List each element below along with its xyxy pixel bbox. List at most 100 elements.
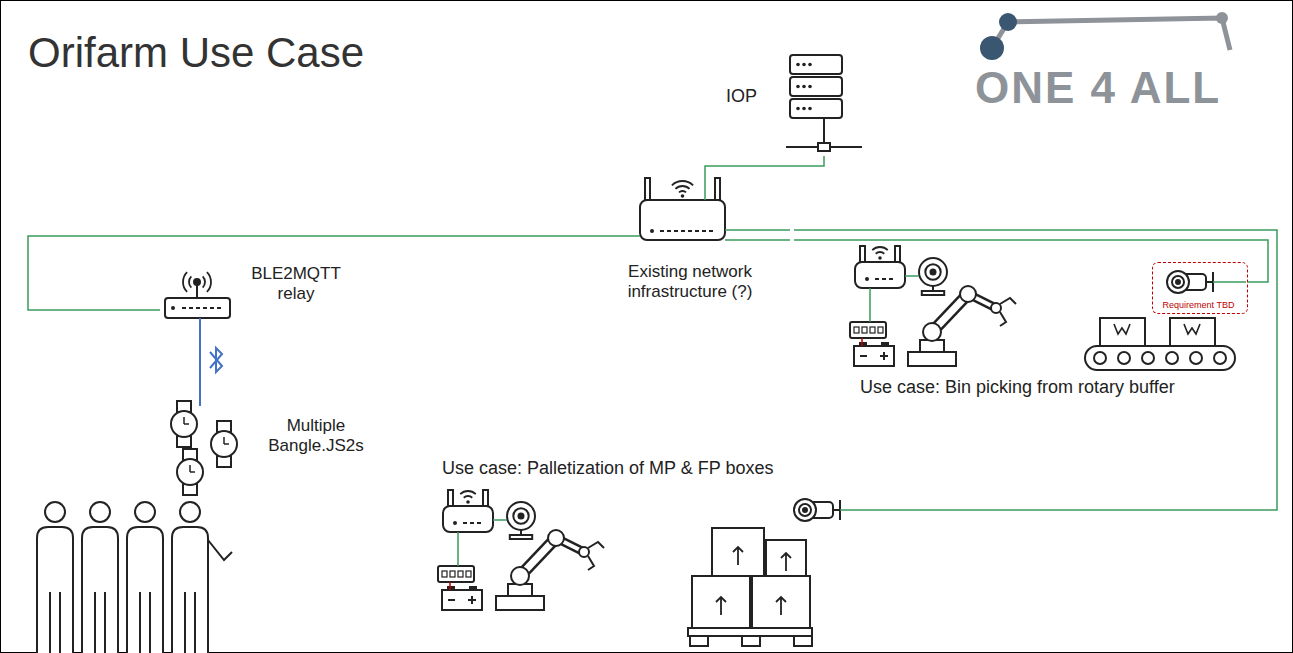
switch-port [870,327,875,333]
relay-node: BLE2MQTT relay [160,258,350,326]
router-body [443,506,493,532]
server-led [802,85,806,89]
up-arrow [776,597,786,615]
plus-sign [471,596,473,604]
power-wire [861,338,863,346]
watch-hand [183,417,185,424]
server-bus [830,146,862,148]
robot-base [496,596,544,610]
network-link [794,230,1277,510]
person-icon [172,502,232,653]
server-led [796,107,800,111]
wifi-arc [872,247,888,250]
battery-body [854,346,894,366]
node-label: Use case: Palletization of MP & FP boxes [442,458,774,480]
relay-antenna-tip [194,279,200,285]
robot-arm [496,530,604,610]
wifi-arc [672,181,693,185]
router-icon [855,246,905,288]
conveyor-icon [1085,318,1235,370]
node-label: IOP [726,86,757,108]
node-label: Use case: Bin picking from rotary buffer [860,377,1175,399]
network-wire [704,178,706,200]
network-wire [725,229,790,231]
camera-pupil [1176,280,1180,284]
watch-hand [189,465,191,472]
power-wire [449,582,451,590]
robot-arm [908,286,1016,366]
server-led [808,85,812,89]
person-head [90,502,110,522]
server-stem [823,118,825,143]
router-body [640,200,725,240]
wifi-dot [878,256,882,260]
camera-mount [833,509,840,511]
router-led [865,277,869,281]
server-node: IOP [718,48,868,156]
parcel-box [1170,318,1215,346]
switch-port [466,571,471,577]
relay-ports [182,307,222,309]
conveyor-roller [1142,352,1154,364]
robot-joint [511,567,529,585]
switch-port [458,571,463,577]
robot-joint [579,547,589,557]
router-ports [463,522,483,524]
relay-icon [165,272,230,318]
webcam-pupil [930,269,935,274]
person-body [37,527,73,653]
wifi-dot [466,500,470,504]
use-case-node: Use case: Bin picking from rotary buffer [858,376,1286,402]
webcam-base [922,291,944,295]
robot-joint [960,286,976,302]
conveyor-roller [1094,352,1106,364]
slide-title: Orifarm Use Case [28,28,364,78]
switch-icon [438,566,474,582]
logo-link [992,18,1230,50]
network-wire [869,288,871,322]
server-unit [790,77,842,96]
server-unit [790,99,842,118]
camera-icon [794,499,840,521]
pallet-foot [690,636,708,646]
network-wire [840,509,848,511]
network-wire [493,519,507,521]
smartwatch-icon [171,401,197,447]
radio-wave [189,276,191,287]
watch-face [171,411,197,437]
network-link [794,240,1268,282]
pallet-foot [742,636,760,646]
stacked-box [712,528,764,576]
webcam-body [507,502,535,530]
node-label: Existing network infrastructure (?) [590,262,790,303]
person-body [82,527,118,653]
up-arrow [781,553,791,571]
network-wire [590,235,640,237]
server-bus [786,146,818,148]
router-antenna [715,178,720,200]
robot-gripper [1000,298,1016,326]
server-led [808,107,812,111]
router-led [453,521,457,525]
person-icon [82,502,118,653]
watch-face [177,459,203,485]
radio-wave [183,272,187,292]
ble-link [199,318,201,326]
person-icon [37,502,73,653]
network-node: Existing network infrastructure (?) [590,178,794,306]
camera-lens [1172,276,1184,288]
radio-wave [207,272,211,292]
server-icon [786,55,862,151]
switch-body [438,566,474,582]
radio-wave [203,276,205,287]
person-body [127,527,163,653]
camera-housing [1167,271,1189,293]
watch-hand [224,443,229,445]
camera-icon [1167,271,1213,293]
watch-hand [184,423,189,425]
wifi-arc [675,186,689,189]
camera-housing [794,499,816,521]
pallet-icon [688,528,812,646]
router-antenna [860,246,865,262]
network-wire [457,532,459,566]
